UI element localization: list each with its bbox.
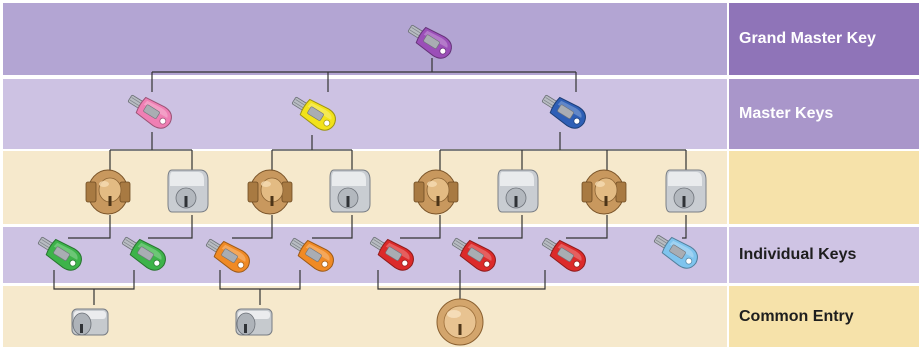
row-label-master-keys: Master Keys <box>739 105 834 122</box>
chrome-cylinder-icon-2 <box>167 169 209 213</box>
individual-key-icon-5 <box>369 236 414 271</box>
band-master-keys <box>3 79 727 149</box>
chrome-cylinder-icon-6 <box>497 169 539 213</box>
common-entry-chrome-cylinder-icon-2 <box>235 308 273 336</box>
brass-cylinder-icon-5 <box>413 169 459 215</box>
brass-cylinder-icon-1 <box>85 169 131 215</box>
connector-cyl-to-keys-2 <box>232 215 353 239</box>
connector-cyl-to-keys-1 <box>68 215 193 239</box>
individual-key-icon-3 <box>205 238 250 273</box>
individual-key-icon-8 <box>653 234 698 269</box>
master-key-icon-2 <box>291 96 336 131</box>
band-common-entry <box>3 286 727 347</box>
individual-key-icon-4 <box>289 237 334 272</box>
connector-master-1 <box>109 132 193 170</box>
row-label-grand-master-key: Grand Master Key <box>739 30 876 47</box>
connector-master-2 <box>271 135 353 170</box>
brass-cylinder-icon-7 <box>581 169 627 215</box>
label-cell-grand-master: Grand Master Key <box>729 3 919 75</box>
band-individual-keys <box>3 227 727 283</box>
row-label-individual-keys: Individual Keys <box>739 246 857 263</box>
connector-common-2 <box>219 270 301 305</box>
common-entry-brass-cylinder-icon <box>436 298 484 346</box>
chrome-cylinder-icon-8 <box>665 169 707 213</box>
individual-key-icon-1 <box>37 236 82 271</box>
label-cell-individual: Individual Keys <box>729 227 919 283</box>
label-cell-cylinders <box>729 151 919 224</box>
label-cell-master: Master Keys <box>729 79 919 149</box>
master-key-icon-3 <box>541 94 586 129</box>
connector-master-3 <box>439 132 687 170</box>
individual-key-icon-7 <box>541 237 586 272</box>
connector-cyl-to-keys-3 <box>400 215 687 239</box>
connector-common-1 <box>53 270 135 305</box>
chrome-cylinder-icon-4 <box>329 169 371 213</box>
grand-master-key-icon <box>407 24 452 59</box>
connector-grand-to-master <box>151 58 577 92</box>
individual-key-icon-6 <box>451 237 496 272</box>
row-label-common-entry: Common Entry <box>739 307 854 325</box>
master-key-icon-1 <box>127 94 172 129</box>
common-entry-chrome-cylinder-icon-1 <box>71 308 109 336</box>
brass-cylinder-icon-3 <box>247 169 293 215</box>
diagram-items <box>37 24 707 346</box>
label-cell-common: Common Entry <box>729 286 919 347</box>
band-grand-master <box>3 3 727 75</box>
connector-lines <box>53 58 687 305</box>
individual-key-icon-2 <box>121 236 166 271</box>
